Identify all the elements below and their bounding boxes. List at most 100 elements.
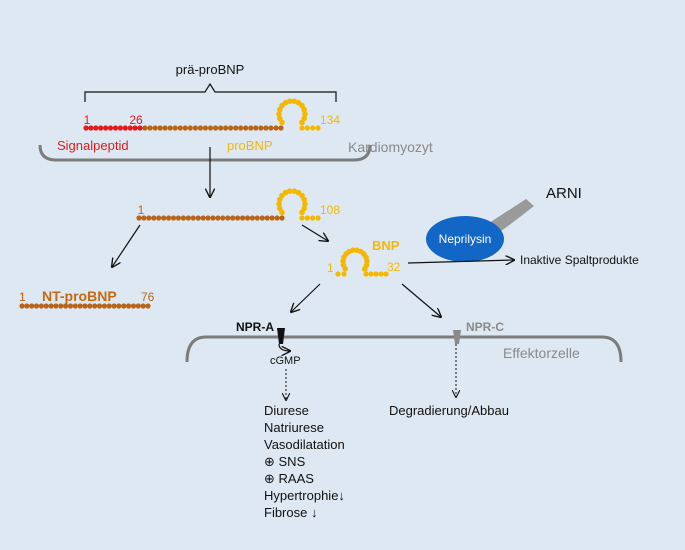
arni-label: ARNI bbox=[546, 185, 582, 202]
residue-bead bbox=[299, 215, 305, 221]
residue-bead bbox=[77, 303, 83, 309]
nt-probnp-end-label: 76 bbox=[141, 290, 155, 304]
bnp-end-label: 32 bbox=[387, 260, 401, 274]
arrow-to-nt-probnp bbox=[112, 224, 141, 267]
signal-end-label: 26 bbox=[129, 113, 143, 127]
residue-bead bbox=[286, 98, 293, 104]
residue-bead bbox=[362, 266, 368, 272]
residue-bead bbox=[116, 303, 122, 309]
residue-bead bbox=[63, 303, 69, 309]
residue-bead bbox=[244, 215, 251, 221]
residue-bead bbox=[112, 125, 119, 131]
residue-bead bbox=[254, 215, 260, 221]
residue-bead bbox=[103, 125, 109, 131]
residue-bead bbox=[210, 215, 216, 221]
pre-probnp-chain bbox=[83, 98, 321, 131]
residue-bead bbox=[87, 303, 93, 309]
residue-bead bbox=[202, 125, 208, 131]
residue-bead bbox=[145, 303, 151, 309]
nt-probnp-start-label: 1 bbox=[19, 290, 26, 304]
residue-bead bbox=[277, 115, 283, 122]
residue-bead bbox=[315, 215, 321, 221]
residue-bead bbox=[269, 215, 275, 221]
residue-bead bbox=[282, 99, 289, 106]
residue-bead bbox=[92, 303, 98, 309]
residue-bead bbox=[249, 215, 255, 221]
residue-bead bbox=[230, 215, 236, 221]
residue-bead bbox=[301, 196, 308, 203]
residue-bead bbox=[53, 303, 59, 309]
residue-bead bbox=[264, 215, 270, 221]
residue-bead bbox=[363, 271, 369, 277]
residue-bead bbox=[142, 125, 148, 131]
residue-bead bbox=[282, 189, 289, 196]
residue-bead bbox=[233, 125, 239, 131]
residue-bead bbox=[156, 215, 162, 221]
residue-bead bbox=[200, 215, 206, 221]
residue-bead bbox=[43, 303, 49, 309]
residue-bead bbox=[197, 125, 203, 131]
residue-bead bbox=[126, 303, 132, 309]
cgmp-label: cGMP bbox=[270, 355, 301, 367]
residue-bead bbox=[310, 215, 316, 221]
residue-bead bbox=[299, 125, 305, 131]
residue-bead bbox=[248, 125, 254, 131]
npr-c-label: NPR-C bbox=[466, 320, 504, 334]
residue-bead bbox=[383, 271, 389, 277]
residue-bead bbox=[205, 215, 211, 221]
residue-bead bbox=[72, 303, 78, 309]
residue-bead bbox=[29, 303, 35, 309]
effect-item: Hypertrophie↓ bbox=[264, 488, 345, 503]
residue-bead bbox=[291, 98, 298, 104]
residue-bead bbox=[302, 201, 308, 207]
residue-bead bbox=[304, 125, 310, 131]
pre-probnp-label: prä-proBNP bbox=[176, 62, 245, 77]
residue-bead bbox=[310, 125, 316, 131]
residue-bead bbox=[274, 215, 280, 221]
probnp-start-label: 1 bbox=[138, 203, 145, 217]
residue-bead bbox=[58, 303, 64, 309]
residue-bead bbox=[137, 125, 143, 131]
residue-bead bbox=[136, 215, 142, 221]
residue-bead bbox=[82, 303, 88, 309]
arrow-to-inactive-products bbox=[407, 260, 514, 263]
residue-bead bbox=[161, 215, 167, 221]
residue-bead bbox=[98, 125, 104, 131]
residue-bead bbox=[96, 303, 103, 309]
residue-bead bbox=[152, 125, 158, 131]
residue-bead bbox=[93, 125, 99, 131]
residue-bead bbox=[190, 215, 196, 221]
residue-bead bbox=[38, 303, 45, 309]
residue-bead bbox=[243, 125, 249, 131]
residue-bead bbox=[212, 125, 219, 131]
signal-peptide-label: Signalpeptid bbox=[57, 138, 129, 153]
effector-cell-label: Effektorzelle bbox=[503, 345, 580, 361]
residue-bead bbox=[122, 125, 128, 131]
residue-bead bbox=[192, 125, 198, 131]
residue-bead bbox=[67, 303, 74, 309]
residue-bead bbox=[101, 303, 107, 309]
arrow-to-npr-a bbox=[291, 283, 321, 312]
residue-bead bbox=[33, 303, 40, 309]
residue-bead bbox=[107, 125, 114, 131]
effect-item: ⊕ SNS bbox=[264, 454, 306, 469]
residue-bead bbox=[240, 215, 246, 221]
effect-item: Fibrose ↓ bbox=[264, 505, 318, 520]
residue-bead bbox=[263, 125, 269, 131]
residue-bead bbox=[180, 215, 186, 221]
residue-bead bbox=[146, 215, 152, 221]
residue-bead bbox=[301, 106, 308, 113]
residue-bead bbox=[127, 125, 133, 131]
residue-bead bbox=[121, 303, 127, 309]
cardiomyocyte-label: Kardiomyozyt bbox=[348, 139, 433, 155]
residue-bead bbox=[258, 125, 264, 131]
residue-bead bbox=[157, 125, 163, 131]
residue-bead bbox=[130, 303, 137, 309]
cardiomyocyte-membrane bbox=[38, 144, 372, 162]
residue-bead bbox=[268, 125, 274, 131]
residue-bead bbox=[277, 205, 283, 212]
nt-probnp-label: NT-proBNP bbox=[42, 288, 117, 304]
residue-bead bbox=[304, 215, 310, 221]
residue-bead bbox=[299, 119, 305, 126]
